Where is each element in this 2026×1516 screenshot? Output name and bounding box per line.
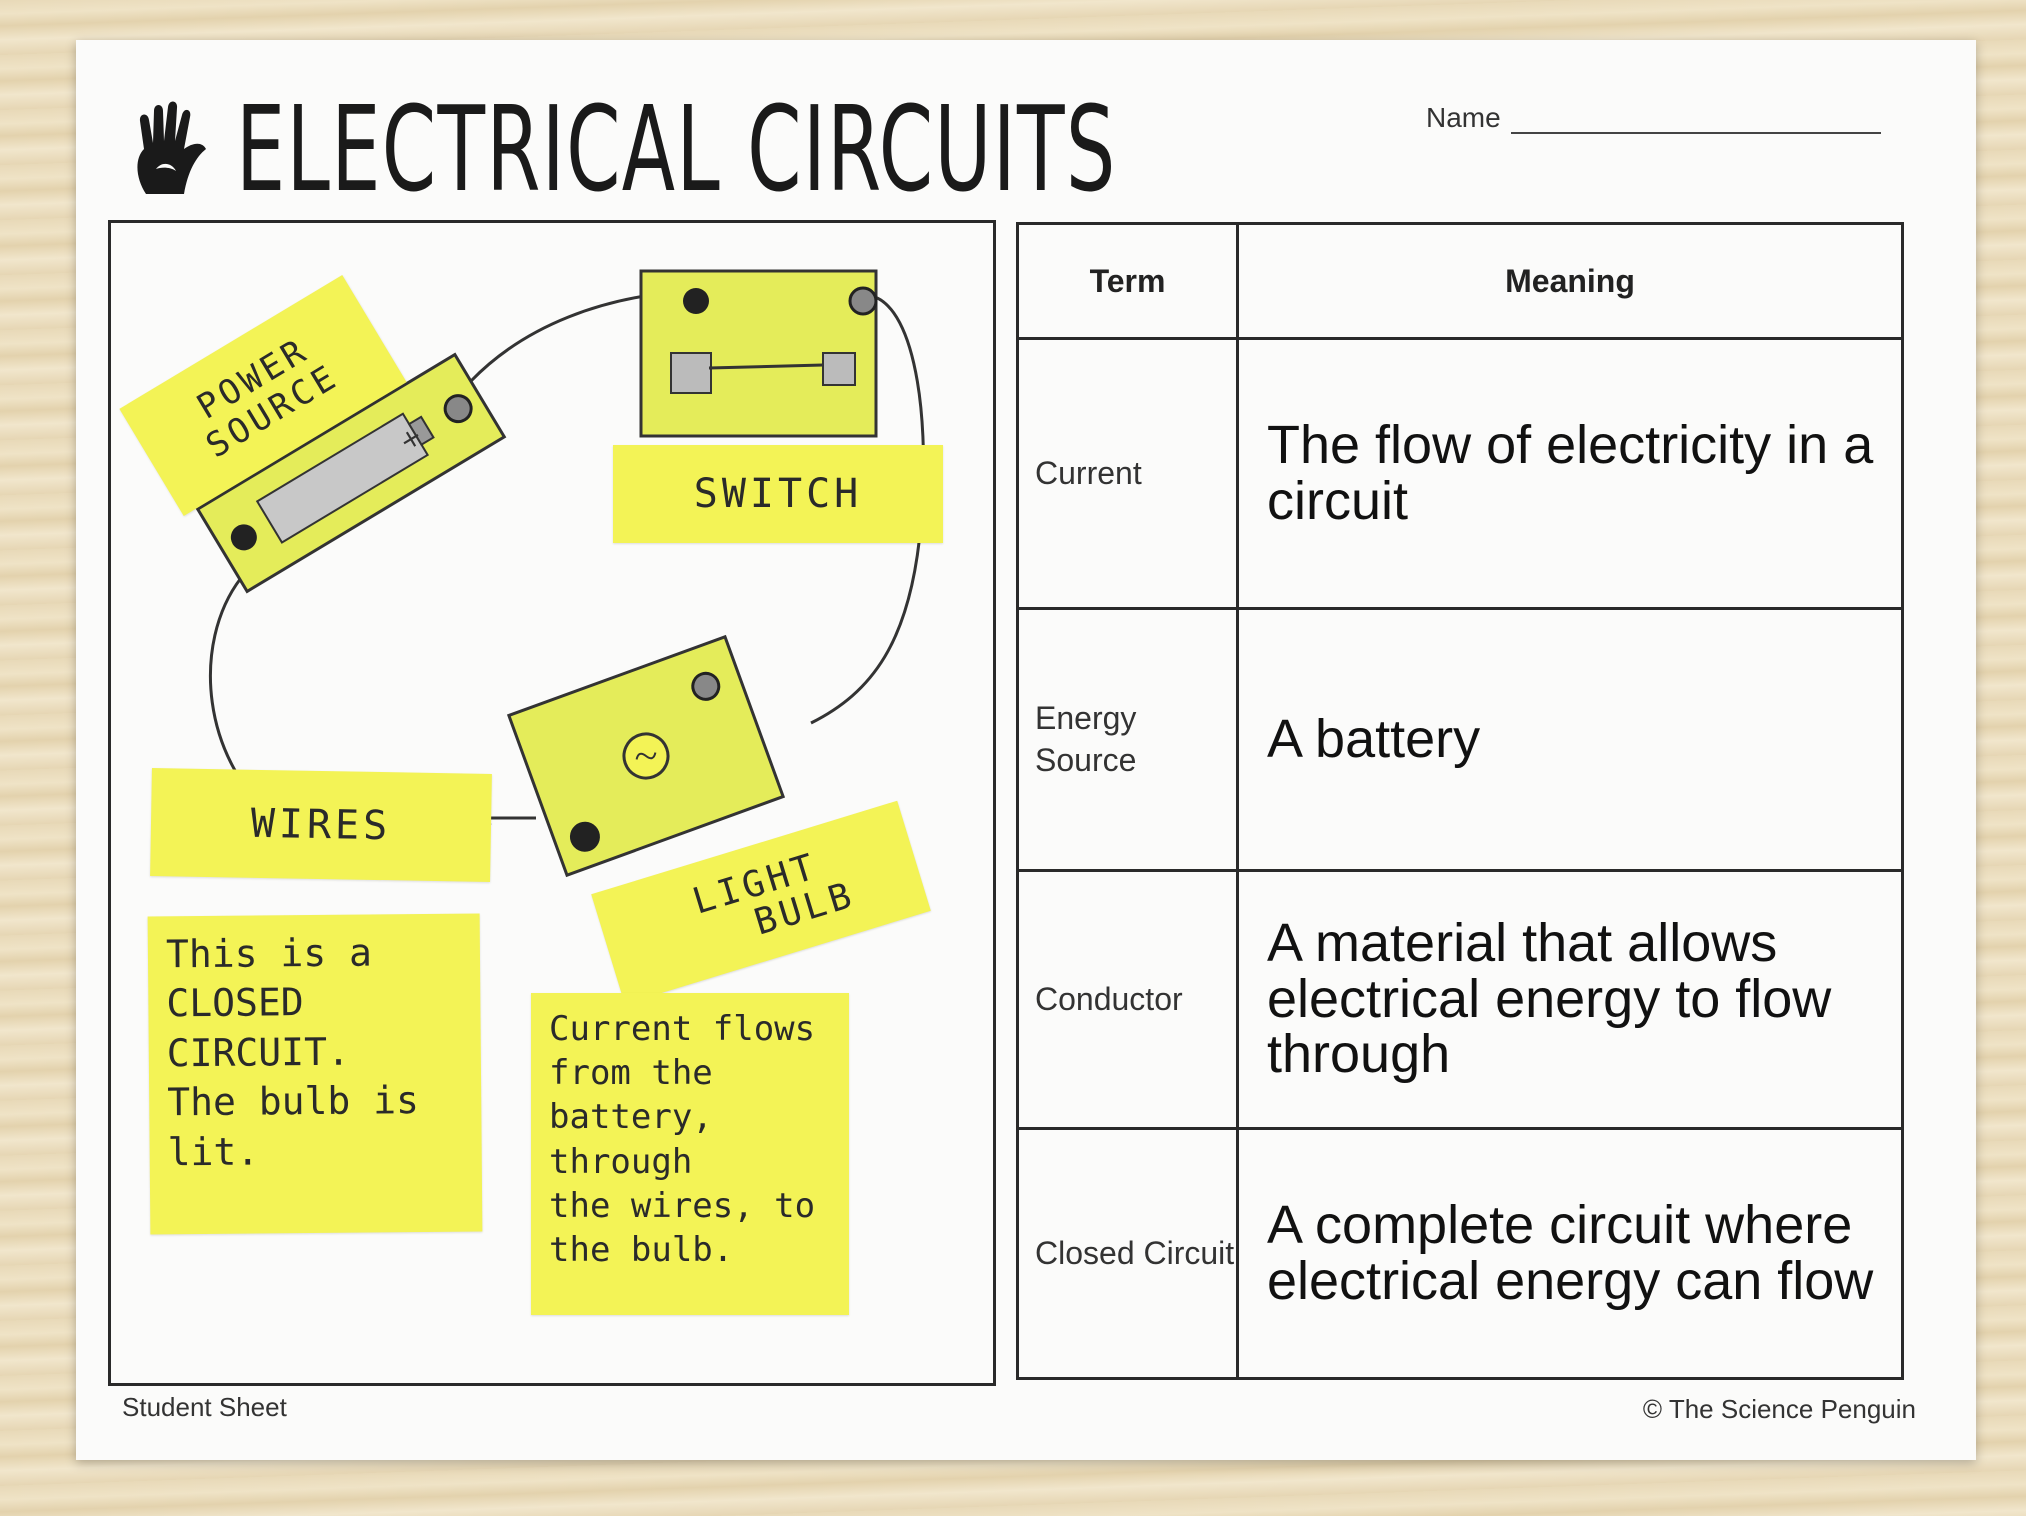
meaning-cell: A material that allows electrical energy…	[1236, 869, 1904, 1130]
footer-student-sheet: Student Sheet	[122, 1392, 287, 1422]
name-label: Name	[1426, 102, 1501, 133]
name-line[interactable]	[1510, 106, 1881, 134]
note-current-flow: Current flows from the battery, through …	[531, 993, 849, 1315]
table-header-row: Term Meaning	[1016, 222, 1904, 340]
bulb-holder	[506, 634, 786, 878]
wire	[469, 293, 652, 383]
term-cell: Energy Source	[1016, 607, 1239, 872]
switch-component	[639, 269, 878, 438]
worksheet-paper: ELECTRICAL CIRCUITS Name +	[76, 40, 1976, 1460]
label-switch: SWITCH	[613, 445, 943, 543]
footer-copyright: © The Science Penguin	[1642, 1394, 1916, 1424]
worksheet-title: ELECTRICAL CIRCUITS	[236, 80, 1117, 218]
meaning-cell: The flow of electricity in a circuit	[1236, 337, 1904, 610]
name-field[interactable]: Name	[1426, 102, 1881, 134]
title-block: ELECTRICAL CIRCUITS	[126, 90, 1570, 208]
vocabulary-table: Term Meaning Current The flow of electri…	[1016, 222, 1904, 1380]
term-cell: Current	[1016, 337, 1239, 610]
header-meaning: Meaning	[1236, 222, 1904, 340]
term-cell: Closed Circuit	[1016, 1127, 1239, 1380]
meaning-cell: A battery	[1236, 607, 1904, 872]
battery-holder: +	[195, 352, 507, 594]
term-cell: Conductor	[1016, 869, 1239, 1130]
table-row: Current The flow of electricity in a cir…	[1016, 337, 1904, 610]
note-closed-circuit: This is a CLOSED CIRCUIT. The bulb is li…	[147, 913, 483, 1235]
meaning-cell: A complete circuit where electrical ener…	[1236, 1127, 1904, 1380]
table-row: Conductor A material that allows electri…	[1016, 869, 1904, 1130]
table-row: Energy Source A battery	[1016, 607, 1904, 872]
table-row: Closed Circuit A complete circuit where …	[1016, 1127, 1904, 1380]
handprint-icon	[137, 101, 206, 194]
header-term: Term	[1016, 222, 1239, 340]
circuit-diagram: + POWER SOURCE	[108, 220, 996, 1386]
circuit-drawing: +	[195, 269, 926, 878]
label-wires: WIRES	[150, 768, 492, 882]
